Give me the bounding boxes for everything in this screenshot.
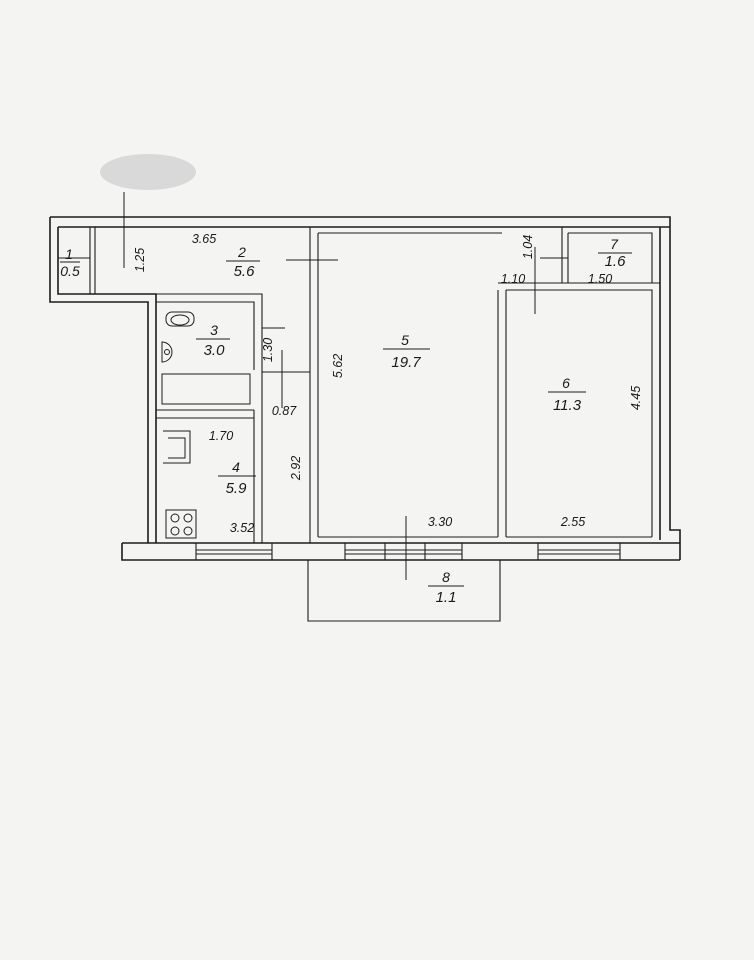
- bathroom-fixtures: [161, 311, 251, 405]
- outer-walls: [49, 216, 681, 561]
- room-8-area: 1.1: [436, 589, 457, 606]
- dim-1-10: 1.10: [501, 272, 525, 286]
- interior-walls: [89, 227, 660, 543]
- dim-1-30: 1.30: [261, 338, 275, 362]
- room-6-area: 11.3: [553, 397, 582, 414]
- balcony-outline: [307, 560, 501, 622]
- room-3-label: 3 3.0: [196, 322, 230, 359]
- windows: [195, 543, 621, 560]
- dim-3-30: 3.30: [428, 515, 452, 529]
- room-1-label: 1 0.5: [60, 246, 80, 279]
- dim-2-55: 2.55: [560, 515, 585, 529]
- dim-5-62: 5.62: [331, 354, 345, 378]
- redacted-blur: [100, 154, 196, 190]
- room-6-label: 6 11.3: [548, 375, 586, 414]
- dim-3-65: 3.65: [192, 232, 216, 246]
- room-6-number: 6: [562, 375, 570, 391]
- room-1-area: 0.5: [60, 263, 80, 279]
- dim-3-52: 3.52: [230, 521, 254, 535]
- room-5-number: 5: [401, 332, 409, 348]
- room-3-area: 3.0: [204, 342, 226, 359]
- room-2-number: 2: [237, 244, 246, 260]
- dimension-lines: [58, 192, 568, 580]
- room-7-label: 7 1.6: [598, 236, 632, 270]
- dim-1-70: 1.70: [209, 429, 233, 443]
- room-4-number: 4: [232, 459, 240, 475]
- dim-1-04: 1.04: [521, 235, 535, 259]
- dim-2-92: 2.92: [289, 456, 303, 481]
- dim-4-45: 4.45: [629, 386, 643, 410]
- room-7-number: 7: [610, 236, 619, 252]
- room-7-area: 1.6: [605, 253, 627, 270]
- dimension-labels: 3.65 1.25 1.30 0.87 1.70 2.92 3.52 5.62 …: [133, 232, 643, 535]
- room-4-label: 4 5.9: [218, 459, 256, 497]
- room-3-number: 3: [210, 322, 218, 338]
- room-4-area: 5.9: [226, 480, 248, 497]
- room-2-label: 2 5.6: [226, 244, 260, 280]
- room-2-area: 5.6: [234, 263, 256, 280]
- room-5-label: 5 19.7: [383, 332, 430, 371]
- room-8-label: 8 1.1: [428, 569, 464, 606]
- room-1-number: 1: [65, 246, 73, 262]
- dim-1-50: 1.50: [588, 272, 612, 286]
- room-8-number: 8: [442, 569, 450, 585]
- kitchen-fixtures: [163, 430, 197, 539]
- dim-0-87: 0.87: [272, 404, 297, 418]
- dim-1-25: 1.25: [133, 248, 147, 272]
- room-5-area: 19.7: [391, 354, 421, 371]
